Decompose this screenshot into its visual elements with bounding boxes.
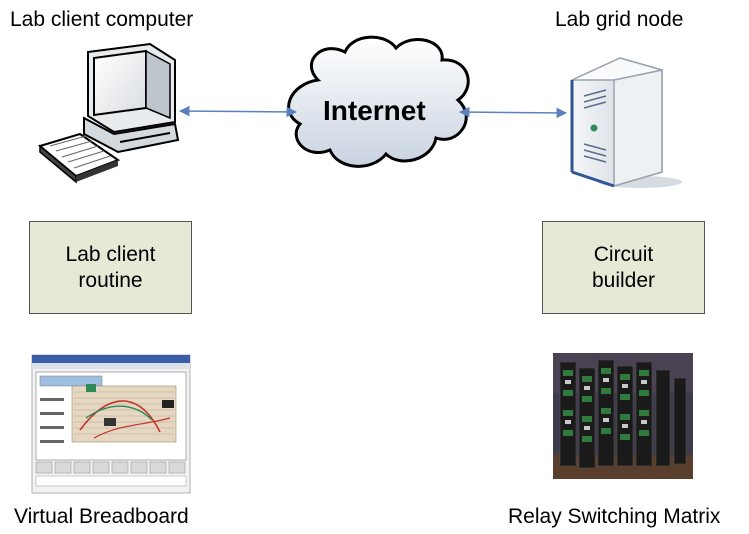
- server-tower-icon: [570, 57, 682, 188]
- relay-switching-matrix-photo: [553, 353, 693, 479]
- box-line: Circuit: [593, 242, 654, 266]
- lab-client-routine-box: Lab client routine: [29, 221, 192, 314]
- server-title: Lab grid node: [555, 8, 684, 31]
- client-title: Lab client computer: [10, 8, 194, 31]
- virtual-breadboard-screenshot: [31, 354, 191, 494]
- box-line: Lab client: [65, 242, 156, 266]
- connector-internet-server: [458, 106, 568, 119]
- desktop-computer-icon: [37, 42, 180, 184]
- box-line: routine: [78, 268, 143, 292]
- internet-label: Internet: [323, 95, 426, 126]
- relay-switching-matrix-caption: Relay Switching Matrix: [508, 505, 721, 528]
- box-line: builder: [591, 268, 656, 292]
- circuit-builder-box: Circuit builder: [542, 221, 705, 314]
- connector-client-internet: [178, 105, 298, 118]
- virtual-breadboard-caption: Virtual Breadboard: [14, 505, 189, 528]
- cloud-icon: [287, 35, 470, 168]
